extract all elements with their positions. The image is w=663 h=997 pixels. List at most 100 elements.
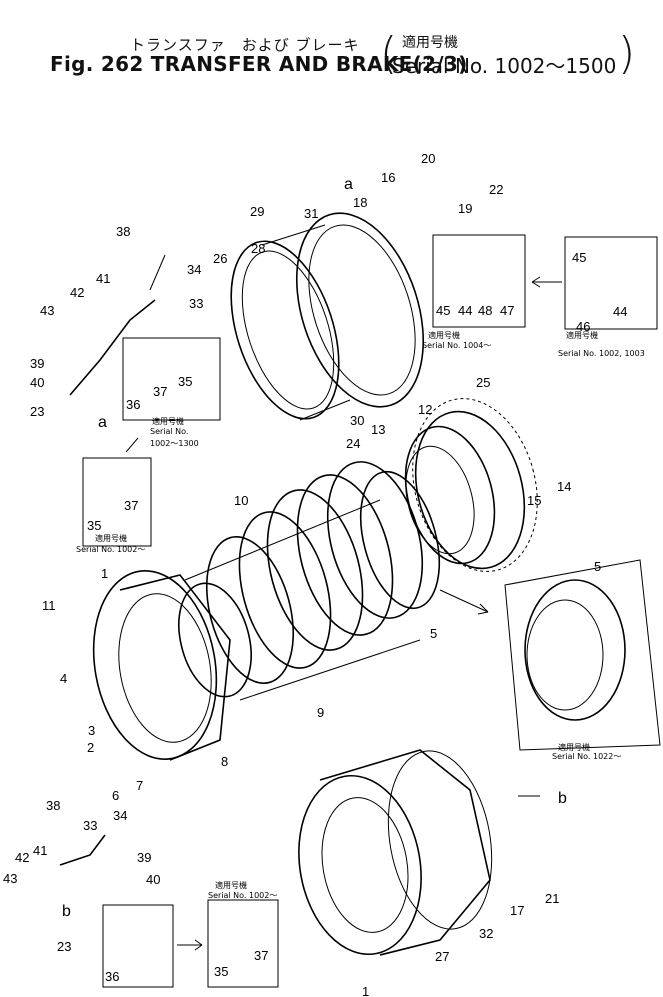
bleeder-tube bbox=[149, 254, 166, 291]
callout-19: 19 bbox=[458, 201, 472, 216]
callout-5: 5 bbox=[430, 626, 437, 641]
callout-43: 43 bbox=[40, 303, 54, 318]
serial-note-1002-lower: Serial No. 1002～ bbox=[208, 891, 277, 900]
callout-38: 38 bbox=[116, 224, 130, 239]
callout-16: 16 bbox=[381, 170, 395, 185]
callout-40: 40 bbox=[30, 375, 44, 390]
callout-35-lower: 35 bbox=[214, 964, 228, 979]
callout-46: 46 bbox=[576, 319, 590, 334]
callout-42-lower: 42 bbox=[15, 850, 29, 865]
serial-note-1002-1003: Serial No. 1002, 1003 bbox=[558, 349, 645, 358]
callout-41: 41 bbox=[96, 271, 110, 286]
hose-line bbox=[69, 299, 156, 396]
callout-24: 24 bbox=[346, 436, 360, 451]
callout-23-lower: 23 bbox=[57, 939, 71, 954]
callout-5-inset: 5 bbox=[594, 559, 601, 574]
ref-letter-b: b bbox=[558, 790, 567, 807]
callout-25: 25 bbox=[476, 375, 490, 390]
callout-42: 42 bbox=[70, 285, 84, 300]
serial-range-header: 適用号機 Serial No. 1002～1500 bbox=[392, 32, 616, 79]
serial-range-label-jp: 適用号機 bbox=[402, 35, 458, 51]
callout-28: 28 bbox=[251, 241, 265, 256]
ref-letter-a: a bbox=[98, 414, 107, 431]
serial-note-1022-jp: 適用号機 bbox=[558, 742, 590, 752]
callout-20: 20 bbox=[421, 151, 435, 166]
arrow-down-icon bbox=[125, 437, 139, 453]
brake-ring-assembly bbox=[230, 212, 425, 421]
callout-27: 27 bbox=[435, 949, 449, 964]
callout-44-inset: 44 bbox=[613, 304, 627, 319]
close-paren: ) bbox=[618, 28, 636, 79]
lower-hose-line bbox=[59, 834, 106, 866]
ref-letter-b-lower: b bbox=[62, 903, 71, 920]
arrow-right-icon-2 bbox=[177, 939, 203, 951]
callout-37: 37 bbox=[153, 384, 167, 399]
callout-31: 31 bbox=[304, 206, 318, 221]
callout-37-lower: 37 bbox=[254, 948, 268, 963]
transfer-housing-lower bbox=[298, 749, 493, 956]
callout-15: 15 bbox=[527, 493, 541, 508]
callout-43-lower: 43 bbox=[3, 871, 17, 886]
serial-note-1002-jp: 適用号機 bbox=[95, 533, 127, 543]
detail-box-1002-bottom bbox=[207, 899, 279, 988]
detail-box-1004 bbox=[432, 234, 526, 328]
transfer-housing-upper bbox=[92, 570, 231, 761]
callout-39: 39 bbox=[30, 356, 44, 371]
detail-box-1002-1003 bbox=[564, 236, 658, 330]
callout-44: 44 bbox=[458, 303, 472, 318]
serial-note-1002-1300-jp: 適用号機 bbox=[152, 416, 184, 426]
serial-note-1004-jp: 適用号機 bbox=[428, 330, 460, 340]
callout-32: 32 bbox=[479, 926, 493, 941]
callout-33: 33 bbox=[189, 296, 203, 311]
callout-7: 7 bbox=[136, 778, 143, 793]
serial-note-1002-lower-jp: 適用号機 bbox=[215, 880, 247, 890]
callout-39-lower: 39 bbox=[137, 850, 151, 865]
figure-title-japanese: トランスファ および ブレーキ bbox=[130, 36, 360, 54]
callout-34-lower: 34 bbox=[113, 808, 127, 823]
callout-17: 17 bbox=[510, 903, 524, 918]
callout-8: 8 bbox=[221, 754, 228, 769]
serial-range-label: Serial No. 1002～1500 bbox=[392, 54, 617, 78]
open-paren: ( bbox=[380, 28, 398, 79]
callout-26: 26 bbox=[213, 251, 227, 266]
callout-33-lower: 33 bbox=[83, 818, 97, 833]
callout-9: 9 bbox=[317, 705, 324, 720]
ref-letter-a-upper: a bbox=[344, 176, 353, 193]
callout-12: 12 bbox=[418, 402, 432, 417]
figure-title: Fig. 262 TRANSFER AND BRAKE(2/3) bbox=[50, 52, 468, 76]
callout-21: 21 bbox=[545, 891, 559, 906]
callout-30: 30 bbox=[350, 413, 364, 428]
arrow-right-icon bbox=[439, 589, 489, 615]
callout-45: 45 bbox=[436, 303, 450, 318]
callout-6: 6 bbox=[112, 788, 119, 803]
callout-41-lower: 41 bbox=[33, 843, 47, 858]
callout-36-lower: 36 bbox=[105, 969, 119, 984]
detail-box-1002 bbox=[82, 457, 152, 547]
callout-47: 47 bbox=[500, 303, 514, 318]
callout-11: 11 bbox=[42, 598, 56, 613]
callout-13: 13 bbox=[371, 422, 385, 437]
callout-23: 23 bbox=[30, 404, 44, 419]
detail-box-1002-1300 bbox=[122, 337, 221, 421]
callout-36: 36 bbox=[126, 397, 140, 412]
hub-detail-inset bbox=[504, 559, 661, 751]
callout-1-lower: 1 bbox=[362, 984, 369, 997]
callout-29: 29 bbox=[250, 204, 264, 219]
callout-10: 10 bbox=[234, 493, 248, 508]
callout-34: 34 bbox=[187, 262, 201, 277]
callout-45-inset: 45 bbox=[572, 250, 586, 265]
callout-1: 1 bbox=[101, 566, 108, 581]
callout-4: 4 bbox=[60, 671, 67, 686]
callout-22: 22 bbox=[489, 182, 503, 197]
serial-note-1002-1300-a: Serial No. bbox=[150, 427, 188, 436]
piston-gear-assembly bbox=[404, 398, 538, 572]
callout-18: 18 bbox=[353, 195, 367, 210]
callout-3: 3 bbox=[88, 723, 95, 738]
serial-note-1002-1300-b: 1002～1300 bbox=[150, 439, 199, 448]
callout-2: 2 bbox=[87, 740, 94, 755]
callout-48: 48 bbox=[478, 303, 492, 318]
serial-note-1022: Serial No. 1022～ bbox=[552, 752, 621, 761]
callout-35-box: 35 bbox=[87, 518, 101, 533]
callout-35: 35 bbox=[178, 374, 192, 389]
